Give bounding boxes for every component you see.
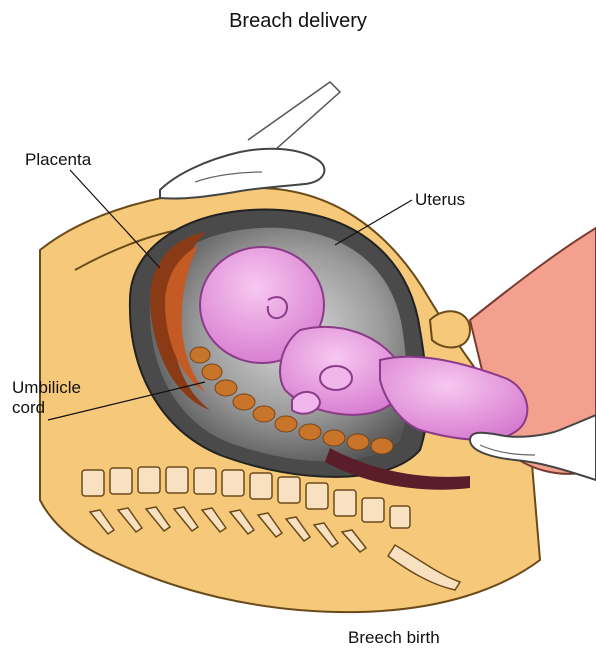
glove-hand-top-icon bbox=[160, 82, 340, 199]
label-placenta: Placenta bbox=[25, 150, 91, 170]
pubic-bone bbox=[430, 311, 470, 347]
label-umbilical-cord-line2: cord bbox=[12, 398, 45, 418]
label-umbilical-cord-line1: Umbilicle bbox=[12, 378, 81, 398]
diagram-caption: Breech birth bbox=[348, 628, 440, 648]
label-uterus: Uterus bbox=[415, 190, 465, 210]
